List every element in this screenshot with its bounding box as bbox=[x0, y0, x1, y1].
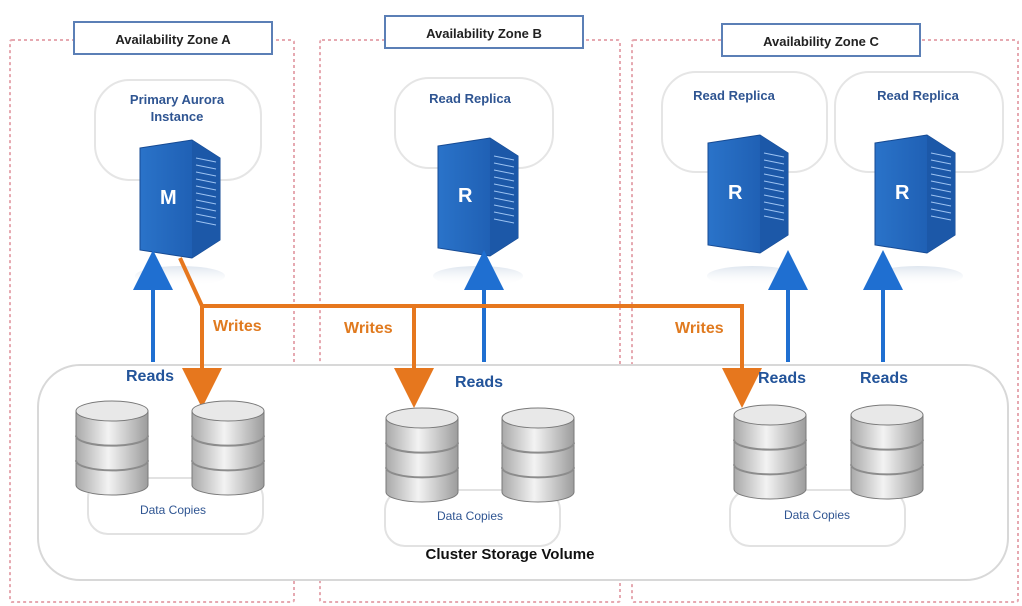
write-arrows bbox=[178, 257, 762, 408]
server-icon-primary: M bbox=[139, 139, 221, 259]
instance-label-replica-b: Read Replica bbox=[429, 91, 511, 106]
database-icon bbox=[191, 400, 265, 496]
reads-label-c2: Reads bbox=[860, 370, 909, 387]
server-icon-replica-c1: R bbox=[707, 134, 789, 254]
server-icon-replica-b: R bbox=[437, 137, 519, 257]
database-icon bbox=[75, 400, 149, 496]
zone-label-b: Availability Zone B bbox=[384, 15, 584, 49]
server-letter: R bbox=[728, 182, 743, 204]
cluster-storage-label: Cluster Storage Volume bbox=[425, 546, 595, 563]
writes-label-c: Writes bbox=[675, 320, 724, 337]
reads-label-c1: Reads bbox=[758, 370, 807, 387]
reads-label-b: Reads bbox=[455, 374, 504, 391]
read-arrows bbox=[133, 250, 903, 362]
instance-label-replica-c1: Read Replica bbox=[693, 88, 775, 103]
writes-label-a: Writes bbox=[213, 318, 262, 335]
server-letter: R bbox=[458, 185, 473, 207]
server-letter: M bbox=[160, 187, 177, 209]
zone-label-c: Availability Zone C bbox=[721, 23, 921, 57]
server-letter: R bbox=[895, 182, 910, 204]
instance-clouds bbox=[94, 71, 1004, 181]
data-copies-label-b: Data Copies bbox=[436, 509, 504, 523]
instance-label-replica-c2: Read Replica bbox=[877, 88, 959, 103]
data-copies-label-a: Data Copies bbox=[139, 503, 207, 517]
writes-label-b: Writes bbox=[344, 320, 393, 337]
database-icon bbox=[733, 404, 807, 500]
database-icon bbox=[850, 404, 924, 500]
server-icon-replica-c2: R bbox=[874, 134, 956, 254]
data-copies-label-c: Data Copies bbox=[783, 508, 851, 522]
reads-label-a: Reads bbox=[126, 368, 175, 385]
zone-label-a: Availability Zone A bbox=[73, 21, 273, 55]
database-icon bbox=[501, 407, 575, 503]
instance-label-primary: Primary Aurora Instance bbox=[129, 92, 225, 124]
server-shadows bbox=[135, 266, 963, 286]
database-icon bbox=[385, 407, 459, 503]
